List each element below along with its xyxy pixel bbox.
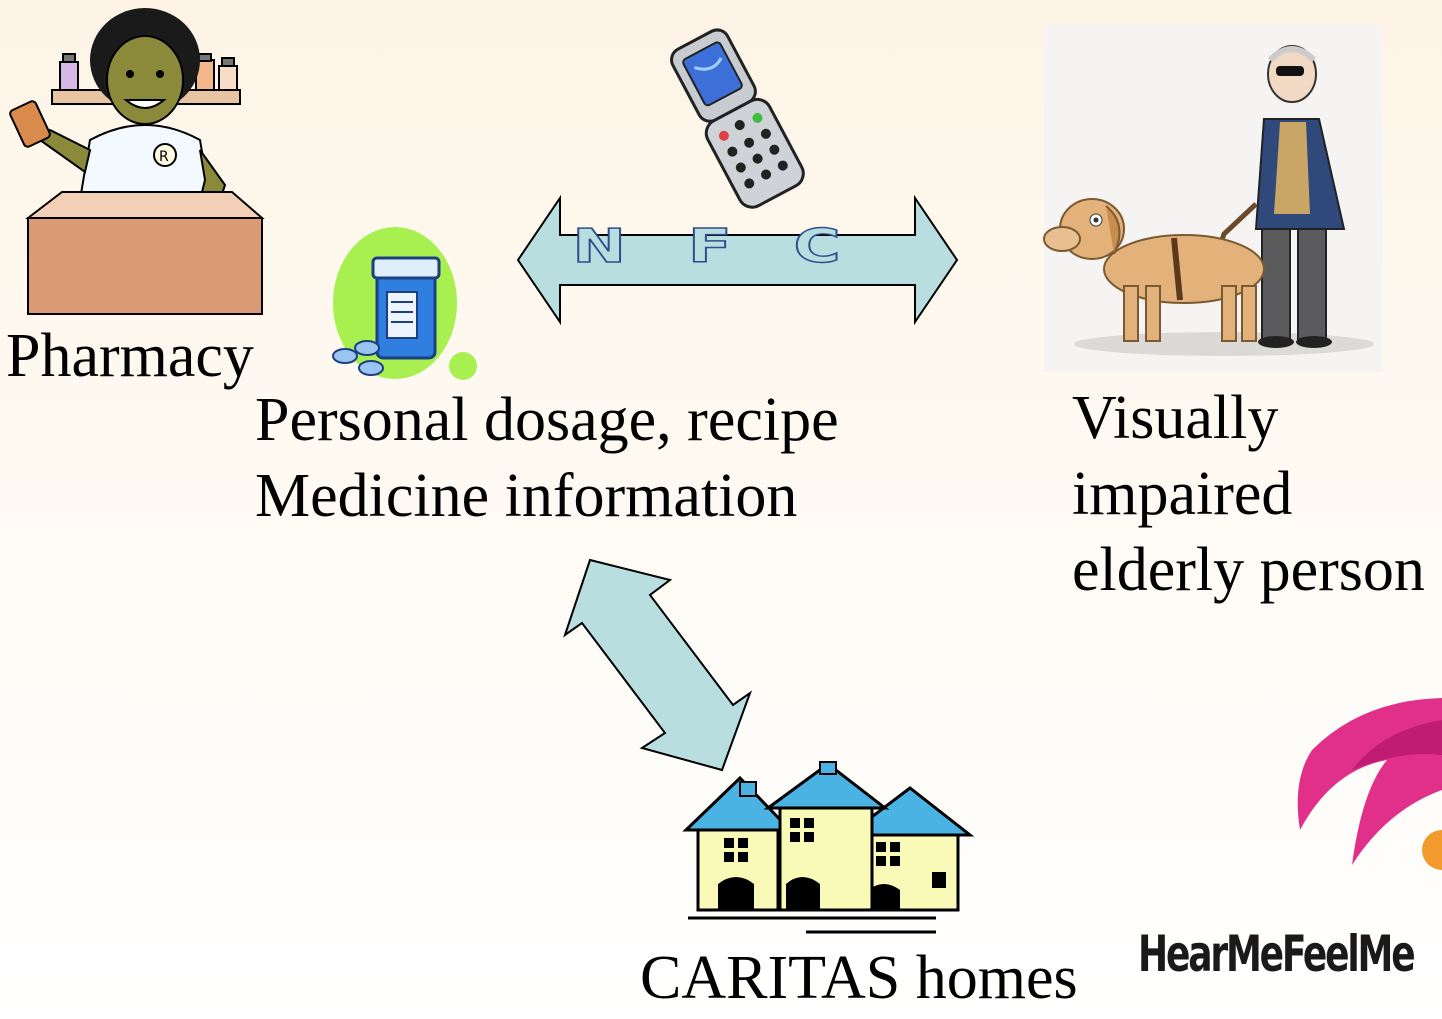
homes-double-arrow xyxy=(563,558,753,772)
nfc-label: NFC xyxy=(571,219,903,274)
mobile-phone-icon xyxy=(670,28,805,209)
medicine-info-text: Personal dosage, recipe Medicine informa… xyxy=(255,382,839,534)
nfc-double-arrow xyxy=(516,194,959,326)
svg-text:R: R xyxy=(159,149,169,165)
pharmacy-label: Pharmacy xyxy=(6,322,254,390)
elderly-person-guide-dog-illustration xyxy=(1043,24,1382,372)
medicine-bottle-icon xyxy=(332,227,477,380)
person-label-line: impaired xyxy=(1072,460,1293,528)
hearmefeelme-logo-text: HearMeFeelMe xyxy=(1138,925,1416,983)
pharmacist-illustration: R xyxy=(9,8,265,315)
person-label: Visually impaired elderly person xyxy=(1072,380,1425,608)
hearmefeelme-logo-graphic xyxy=(1297,698,1442,870)
info-line: Medicine information xyxy=(255,462,798,530)
caritas-homes-illustration xyxy=(682,761,975,934)
caritas-homes-label: CARITAS homes xyxy=(640,944,1078,1012)
person-label-line: Visually xyxy=(1072,384,1279,452)
info-line: Personal dosage, recipe xyxy=(255,386,839,454)
person-label-line: elderly person xyxy=(1072,536,1425,604)
